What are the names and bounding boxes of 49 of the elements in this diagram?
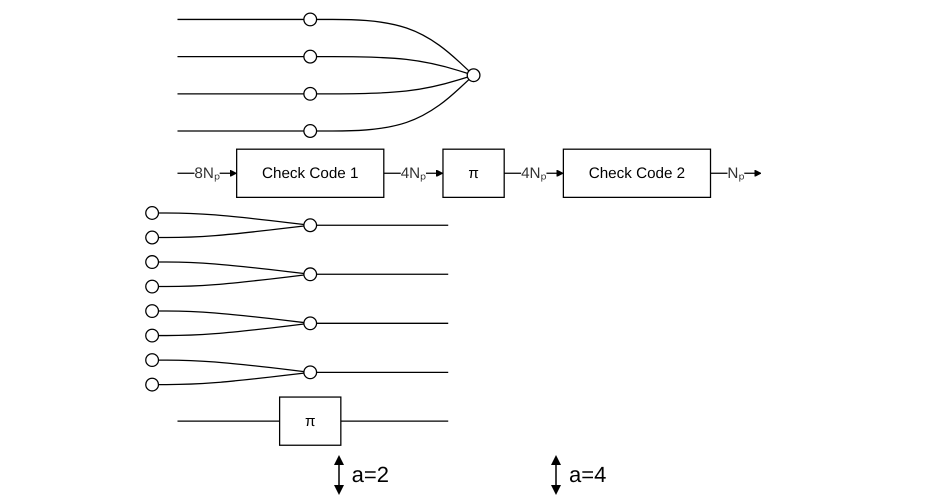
node-circle	[144, 206, 159, 220]
connector	[158, 274, 304, 288]
edge-label: 4Nₚ	[400, 164, 426, 182]
connector	[158, 372, 304, 386]
node-circle	[302, 50, 317, 64]
connector	[158, 310, 304, 324]
connector	[158, 261, 304, 274]
connector	[177, 56, 304, 58]
connector	[316, 274, 448, 275]
node-circle	[144, 353, 159, 368]
connector	[177, 420, 280, 422]
parameter-label: a=2	[352, 462, 389, 488]
edge-label: Nₚ	[727, 164, 744, 182]
connector	[177, 18, 304, 20]
node-box: π	[442, 148, 504, 198]
connector	[316, 56, 468, 74]
node-circle	[144, 280, 159, 294]
connector	[316, 372, 448, 373]
node-circle	[302, 365, 317, 380]
node-circle	[302, 218, 317, 232]
node-circle	[302, 267, 317, 282]
node-circle	[302, 124, 317, 138]
connector	[158, 359, 304, 372]
connector	[316, 79, 469, 132]
connector	[177, 93, 304, 94]
node-circle	[144, 304, 159, 318]
edge-label: 4Nₚ	[520, 164, 546, 182]
connector	[158, 212, 304, 226]
connector	[340, 420, 448, 422]
connector	[177, 130, 304, 132]
parameter-label: a=4	[569, 462, 606, 488]
node-circle	[144, 328, 159, 343]
node-box: Check Code 1	[236, 148, 384, 198]
node-circle	[466, 68, 480, 82]
connector	[316, 224, 448, 226]
node-circle	[302, 316, 317, 330]
edge-label: 8Nₚ	[194, 164, 220, 182]
connector	[158, 323, 304, 336]
node-circle	[302, 86, 317, 101]
node-circle	[144, 255, 159, 269]
connector	[316, 322, 448, 324]
node-circle	[144, 230, 159, 244]
node-circle	[302, 12, 317, 26]
node-box: Check Code 2	[562, 148, 711, 198]
node-circle	[144, 378, 159, 392]
connector	[316, 18, 469, 72]
connector	[158, 225, 304, 238]
node-box: π	[278, 396, 342, 446]
connector	[316, 76, 468, 94]
